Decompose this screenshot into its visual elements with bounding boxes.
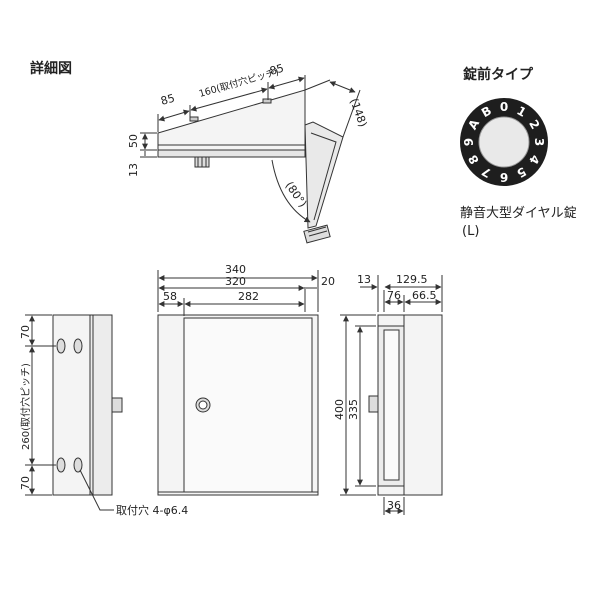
- right-dim-d: 66.5: [412, 289, 437, 302]
- front-dim-right-gap: 20: [321, 275, 335, 288]
- left-side-view: [25, 314, 123, 511]
- top-dim-slant: (148): [347, 97, 369, 129]
- right-dim-height: 400: [333, 399, 346, 420]
- top-dim-right: 85: [268, 62, 285, 78]
- dial-char-6: 6: [500, 170, 508, 184]
- dial-char-0: 0: [500, 100, 508, 114]
- dial-char-9: 9: [462, 138, 476, 146]
- right-dim-bottom: 36: [387, 499, 401, 512]
- lock-name: 静音大型ダイヤル錠: [460, 206, 577, 221]
- detail-title: 詳細図: [30, 61, 72, 77]
- top-dim-left: 85: [159, 92, 176, 108]
- right-dim-b: 129.5: [396, 273, 428, 286]
- hole-note: 取付穴 4-φ6.4: [116, 503, 188, 517]
- top-dim-height: 50: [127, 134, 140, 148]
- front-dim-door: 282: [238, 290, 259, 303]
- front-dim-total: 340: [225, 263, 246, 276]
- top-view: [140, 75, 361, 244]
- dial-char-3: 3: [532, 138, 546, 146]
- side-dim-top: 70: [19, 325, 32, 339]
- front-dim-left: 58: [163, 290, 177, 303]
- right-dim-a: 13: [357, 273, 371, 286]
- front-dim-inner: 320: [225, 275, 246, 288]
- right-dim-c: 76: [387, 289, 401, 302]
- lock-type-title: 錠前タイプ: [463, 67, 533, 83]
- right-dim-inner-height: 335: [347, 399, 360, 420]
- front-view-labels: 340 320 20 58 282: [163, 263, 335, 303]
- top-dim-bottom: 13: [127, 163, 140, 177]
- left-side-labels: 70 260(取付穴ピッチ) 70 取付穴 4-φ6.4: [19, 325, 188, 517]
- side-dim-bottom: 70: [19, 476, 32, 490]
- side-dim-mid: 260(取付穴ピッチ): [19, 363, 32, 450]
- lock-size: (L): [462, 224, 480, 239]
- top-dim-angle: (80°): [283, 179, 310, 209]
- right-side-labels: 13 129.5 76 66.5 400 335 36: [333, 273, 437, 512]
- right-side-view: [340, 275, 443, 515]
- front-view: [157, 270, 319, 496]
